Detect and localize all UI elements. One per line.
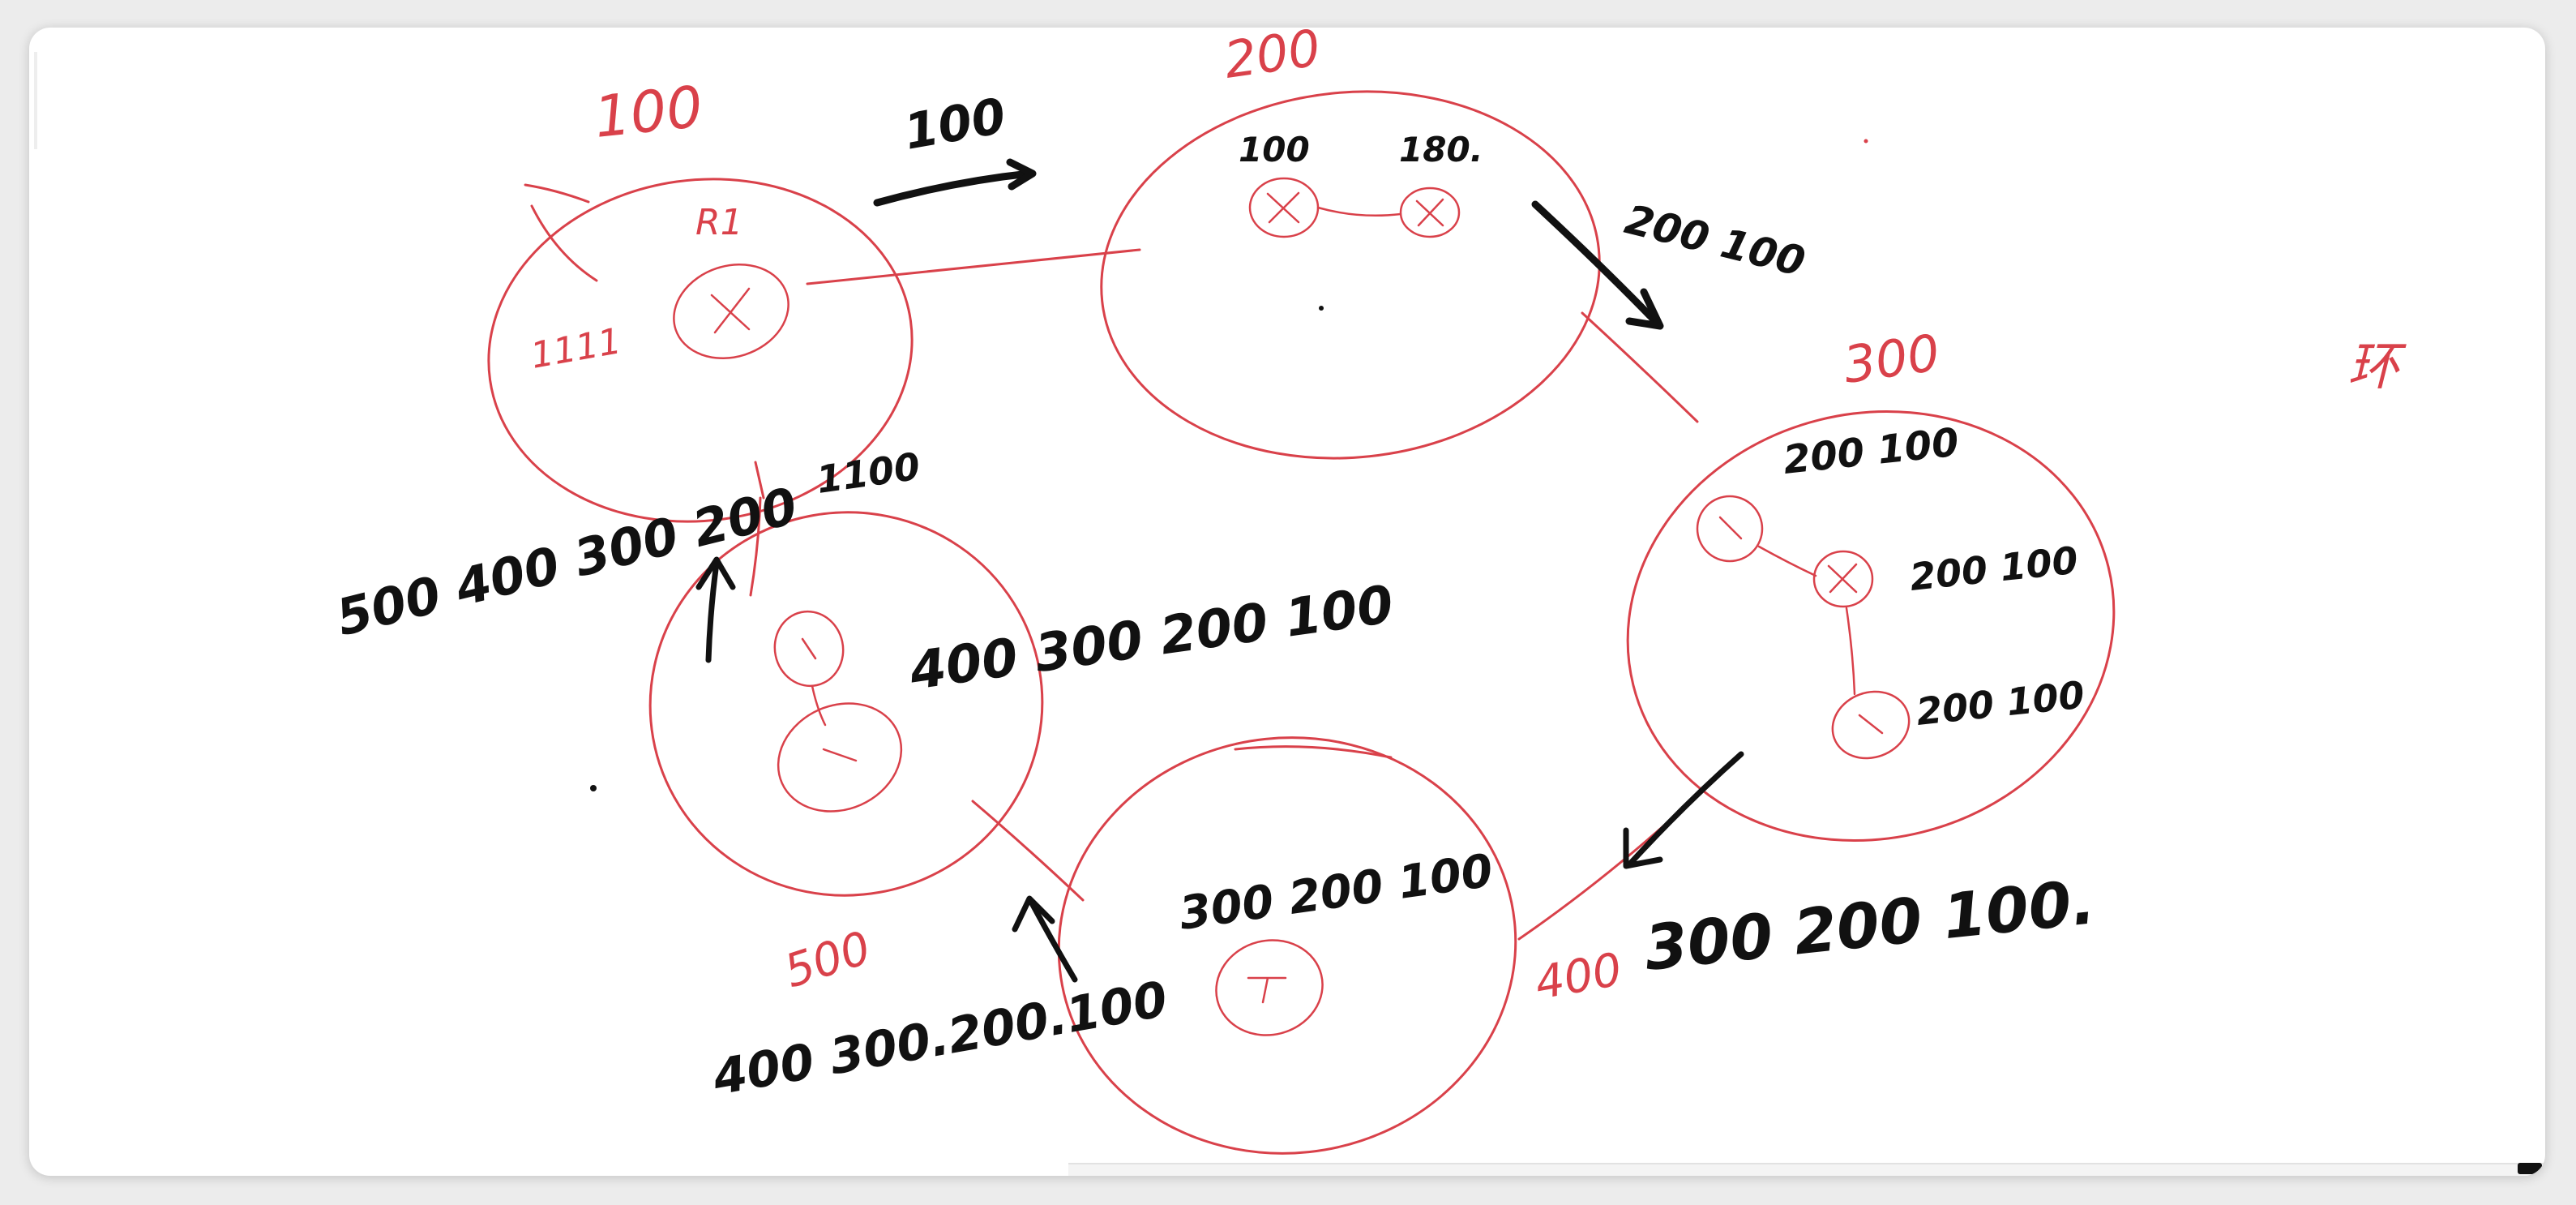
edge-label-as200-as300: 200 100 — [1620, 195, 1809, 285]
node-as500-boundary — [648, 511, 1044, 897]
node-as300-router-c — [1831, 690, 1911, 760]
stray-black-dot — [590, 785, 597, 791]
arrow-as500-to-as100 — [705, 560, 720, 663]
stray-dot — [1319, 306, 1324, 311]
node-as300-internal-links — [1757, 545, 1856, 696]
node-as400-label: 400 — [1531, 943, 1626, 1010]
node-as500-label: 500 — [778, 921, 877, 998]
router-c-mark-icon — [1858, 714, 1884, 735]
router-c-path-label: 200 100 — [1915, 672, 2087, 733]
node-as300-label: 300 — [1840, 323, 1943, 395]
router-b-mark-icon — [822, 748, 858, 762]
node-as500-router-b — [777, 702, 903, 813]
arrow-as100-to-as200 — [873, 169, 1033, 207]
router-b-path-label: 200 100 — [1908, 538, 2081, 598]
arrow-as500-to-as100-head — [695, 556, 736, 590]
node-as300-router-b — [1812, 550, 1874, 608]
bottom-scrollbar[interactable] — [1068, 1163, 2545, 1176]
link-as500-as100 — [749, 461, 765, 597]
edge-label-as500-as100: 500 400 300 200 — [331, 476, 803, 648]
router-r1-cross-icon — [710, 287, 751, 334]
node-as100-side-note: 1111 — [528, 320, 624, 377]
arrow-as200-to-as300 — [1531, 200, 1659, 325]
link-as100-as200 — [806, 248, 1141, 285]
node-as400: 400 300 200 100 — [1057, 736, 1626, 1155]
node-as100-boundary — [487, 178, 914, 523]
router-a-mark-icon — [1718, 516, 1743, 540]
arrow-as300-to-as400-head — [1623, 827, 1663, 869]
edge-labels: 100 200 100 300 200 100. 400 300.200.100… — [331, 88, 2099, 1107]
advertisement-arrows — [695, 158, 1744, 983]
window-edge-mark — [34, 52, 37, 149]
node-as200-label: 200 — [1221, 28, 1324, 90]
node-as500-path-note: 400 300 200 100 — [905, 575, 1397, 702]
node-as300-router-a — [1696, 495, 1764, 563]
node-as300: 300 200 100 200 100 200 100 — [1626, 323, 2116, 843]
router-r1-label: R1 — [695, 202, 743, 243]
whiteboard-window: 100 R1 1111 200 100 180. 30 — [29, 28, 2545, 1176]
router-b-cross-icon — [1415, 198, 1444, 227]
arrow-as100-to-as200-head — [1006, 158, 1037, 191]
node-as500-router-a — [773, 610, 845, 688]
node-as200-internal-link — [1316, 206, 1402, 217]
router-b-cross-icon — [1827, 563, 1858, 594]
node-as400-path-note: 300 200 100 — [1176, 844, 1496, 941]
node-as400-upper-arc — [1234, 745, 1393, 759]
node-as100-inner-arc — [524, 183, 598, 282]
node-as500-internal-link — [811, 684, 827, 727]
arrow-as300-to-as400 — [1628, 751, 1744, 866]
arrow-as400-to-as500-head — [1012, 895, 1055, 933]
router-a-mark-icon — [801, 637, 817, 660]
router-a-cross-icon — [1266, 191, 1300, 224]
edge-label-as500-top: 1100 — [814, 444, 922, 502]
router-b-path-label: 180. — [1399, 130, 1483, 169]
router-t-mark-icon — [1247, 976, 1287, 1004]
edge-label-as300-as400: 300 200 100. — [1641, 865, 2099, 984]
link-as400-as500 — [971, 800, 1085, 902]
node-as100-label: 100 — [591, 73, 705, 151]
edge-label-as100-as200: 100 — [900, 88, 1010, 161]
node-as300-boundary — [1626, 410, 2116, 843]
side-mark: 环 — [2347, 337, 2407, 397]
router-a-path-label: 200 100 — [1781, 420, 1961, 483]
resize-handle[interactable] — [2518, 1163, 2542, 1174]
router-r1 — [673, 264, 789, 359]
node-as200-router-b — [1399, 187, 1461, 238]
node-as200: 200 100 180. — [1100, 28, 1601, 460]
node-as400-boundary — [1057, 736, 1517, 1155]
stray-red-dot — [1864, 139, 1868, 144]
link-as200-as300 — [1581, 311, 1699, 423]
whiteboard-canvas[interactable]: 100 R1 1111 200 100 180. 30 — [29, 28, 2545, 1176]
arrow-as400-to-as500 — [1028, 898, 1078, 983]
node-as400-router — [1215, 939, 1324, 1036]
node-as200-boundary — [1100, 90, 1601, 460]
edge-label-as400-as500: 400 300.200.100 — [708, 971, 1171, 1107]
arrow-as200-to-as300-head — [1625, 288, 1664, 330]
router-a-path-label: 100 — [1239, 130, 1310, 169]
